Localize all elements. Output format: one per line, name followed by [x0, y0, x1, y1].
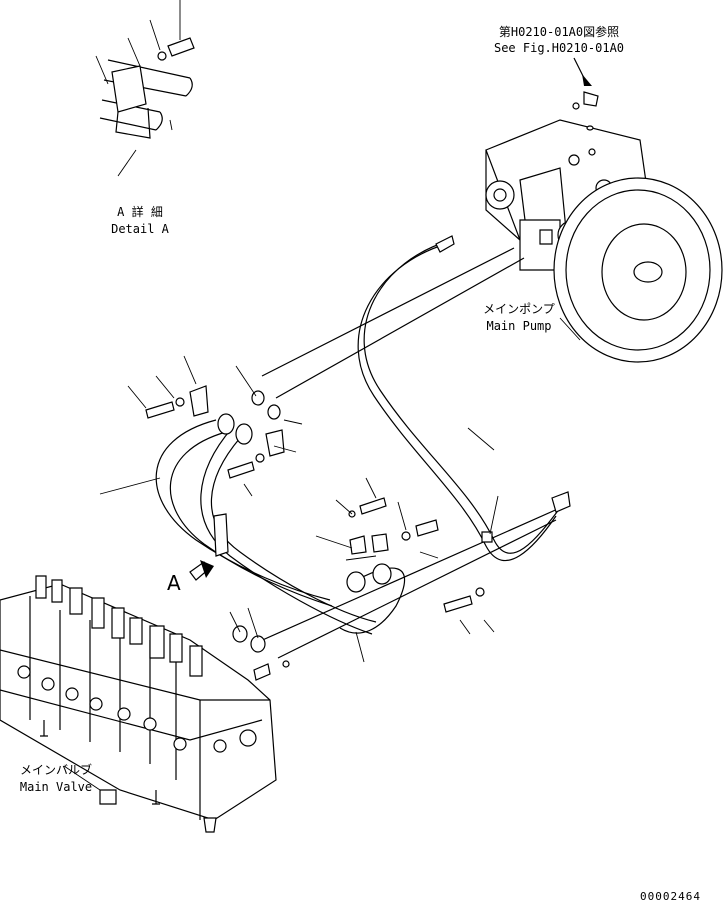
main-pump-label-en: Main Pump: [486, 319, 552, 333]
see-fig-label-jp: 第H0210-01A0図参照: [498, 25, 620, 39]
main-valve-label-jp: メインバルブ: [19, 763, 92, 777]
detail-a-label-jp: A 詳 細: [117, 205, 163, 219]
pipe-lower-2: [278, 520, 556, 658]
fasteners: [146, 386, 484, 680]
pipe-upper: [262, 248, 514, 376]
pipe-upper-2: [276, 258, 524, 398]
hoses: [156, 414, 404, 634]
view-arrow-a: [190, 560, 214, 580]
main-pump-label-jp: メインポンプ: [483, 302, 555, 316]
pipe-lower: [258, 508, 560, 642]
main-valve: [0, 576, 276, 832]
flexible-hose: [364, 240, 560, 553]
see-fig-label-en: See Fig.H0210-01A0: [493, 41, 625, 55]
leader-lines: [100, 318, 580, 662]
detail-a-inset: [96, 0, 194, 176]
detail-a-label-en: Detail A: [111, 222, 169, 236]
main-valve-label-en: Main Valve: [19, 780, 93, 794]
drawing-number: 00002464: [640, 890, 701, 903]
view-arrow-letter: A: [167, 571, 181, 595]
main-pump: [486, 58, 722, 362]
